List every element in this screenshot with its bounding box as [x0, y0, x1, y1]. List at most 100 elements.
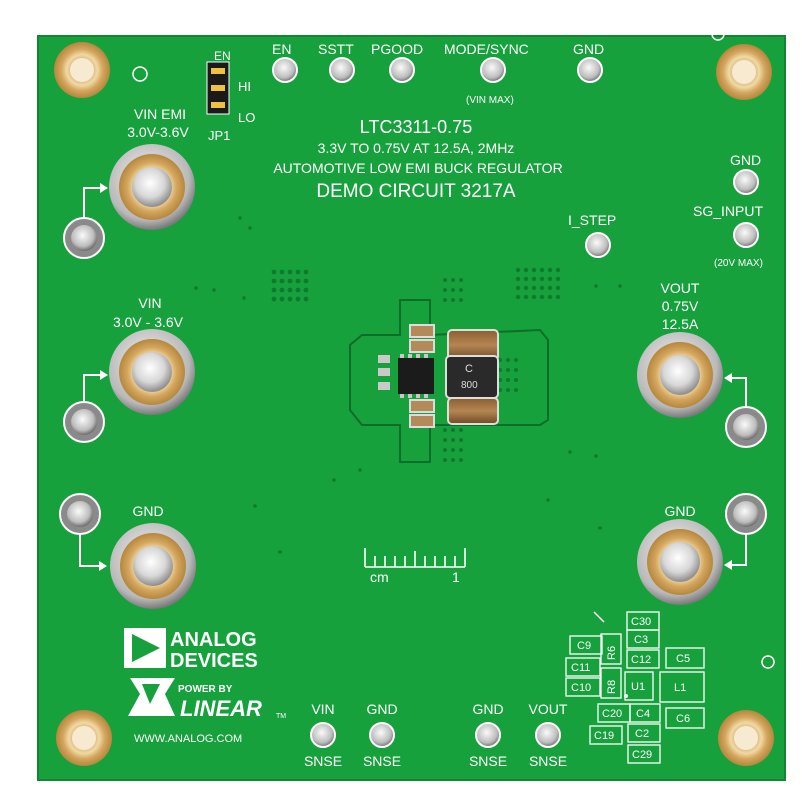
- jumper-hi-label: HI: [238, 79, 251, 94]
- ref-c6: C6: [676, 713, 690, 725]
- logo-analog: ANALOG: [170, 629, 257, 651]
- ref-r6: R6: [606, 646, 618, 660]
- test-pin-vout[interactable]: [725, 406, 767, 448]
- ruler-unit: cm: [370, 569, 389, 585]
- ref-r8: R8: [606, 680, 618, 694]
- silk-tick: [593, 611, 605, 623]
- pin-en-label: EN: [272, 41, 291, 57]
- inductor-marking-c: C: [465, 363, 473, 375]
- test-pin-gnd-right-big[interactable]: [725, 493, 767, 535]
- pin-mode-label: MODE/SYNC: [444, 41, 529, 57]
- test-pin-vin-emi[interactable]: [63, 217, 105, 259]
- terminal-gnd-right[interactable]: [637, 519, 723, 605]
- test-pin-i-step[interactable]: [585, 232, 611, 258]
- test-pin-vin-snse[interactable]: [310, 722, 336, 748]
- pin-gnd-top-label: GND: [573, 41, 604, 57]
- jumper-jp1[interactable]: [206, 61, 230, 115]
- test-pin-vin[interactable]: [63, 401, 105, 443]
- vin-range: 3.0V - 3.6V: [113, 314, 184, 330]
- via-array-center: [443, 278, 518, 462]
- ref-c2: C2: [635, 728, 649, 740]
- sense-gnd2-snse: SNSE: [469, 753, 507, 769]
- test-pin-sstt[interactable]: [329, 57, 355, 83]
- gnd-right-label: GND: [664, 503, 695, 519]
- logo-devices: DEVICES: [170, 650, 258, 672]
- terminal-vout[interactable]: [637, 332, 723, 418]
- fiducial-2: [711, 27, 725, 41]
- jumper-ref-label: JP1: [208, 128, 230, 143]
- vout-voltage: 0.75V: [662, 298, 699, 314]
- test-pin-gnd-snse-1[interactable]: [369, 722, 395, 748]
- terminal-vin-emi[interactable]: [109, 144, 195, 230]
- analog-devices-logo: [124, 628, 166, 668]
- test-pin-gnd-left[interactable]: [59, 493, 101, 535]
- mounting-hole-bottom-right: [718, 710, 774, 766]
- spec-line: 3.3V TO 0.75V AT 12.5A, 2MHz: [318, 140, 515, 156]
- ref-c10: C10: [571, 682, 591, 694]
- test-pin-vout-snse[interactable]: [535, 722, 561, 748]
- jumper-en-label: EN: [214, 49, 231, 63]
- ruler-mark: 1: [452, 569, 460, 585]
- ruler: [364, 548, 466, 568]
- ref-c12: C12: [631, 654, 651, 666]
- inductor-marking-800: 800: [461, 380, 478, 391]
- logo-tm: TM: [276, 713, 286, 720]
- ref-c19: C19: [594, 730, 614, 742]
- terminal-gnd-left[interactable]: [110, 523, 196, 609]
- ref-c4: C4: [636, 708, 650, 720]
- test-pin-gnd-top[interactable]: [577, 57, 603, 83]
- test-pin-gnd-snse-2[interactable]: [475, 722, 501, 748]
- pin-mode-note: (VIN MAX): [466, 95, 514, 106]
- gnd-left-label: GND: [132, 503, 163, 519]
- ref-c5: C5: [676, 653, 690, 665]
- test-pin-en[interactable]: [272, 57, 298, 83]
- logo-linear: LINEAR: [180, 696, 262, 721]
- capacitors-central: [378, 324, 462, 428]
- part-number: LTC3311-0.75: [360, 117, 472, 137]
- jumper-lo-label: LO: [238, 110, 255, 125]
- pin-gnd-right-label: GND: [730, 152, 761, 168]
- vout-label: VOUT: [661, 280, 700, 296]
- sense-vout-label: VOUT: [529, 701, 568, 717]
- sense-gnd1-label: GND: [366, 701, 397, 717]
- vin-emi-label: VIN EMI: [134, 106, 186, 122]
- pin-pgood-label: PGOOD: [371, 41, 423, 57]
- description-line: AUTOMOTIVE LOW EMI BUCK REGULATOR: [273, 160, 562, 176]
- fiducial-1: [132, 66, 148, 82]
- sense-vin-label: VIN: [311, 701, 334, 717]
- pin-i-step-label: I_STEP: [568, 212, 616, 228]
- scattered-vias: [194, 216, 622, 554]
- sense-vin-snse: SNSE: [304, 753, 342, 769]
- component-outlines: [565, 611, 705, 764]
- test-pin-mode-sync[interactable]: [480, 57, 506, 83]
- sense-vout-snse: SNSE: [529, 753, 567, 769]
- ref-l1: L1: [674, 682, 686, 694]
- vin-emi-range: 3.0V-3.6V: [127, 124, 189, 140]
- ref-c29: C29: [632, 749, 652, 761]
- test-pin-sg-input[interactable]: [733, 222, 759, 248]
- sense-gnd1-snse: SNSE: [363, 753, 401, 769]
- regulator-outline: [349, 299, 549, 463]
- mounting-hole-top-right: [716, 44, 772, 100]
- mounting-hole-bottom-left: [56, 710, 112, 766]
- test-pin-gnd-right[interactable]: [733, 169, 759, 195]
- pin-sg-input-label: SG_INPUT: [693, 203, 763, 219]
- logo-power-by: POWER BY: [178, 684, 233, 695]
- logo-url: WWW.ANALOG.COM: [134, 733, 242, 745]
- via-array-left: [271, 269, 309, 302]
- test-pin-pgood[interactable]: [389, 57, 415, 83]
- regulator-ic-u1: [398, 354, 434, 398]
- vin-label: VIN: [138, 295, 161, 311]
- ref-c3: C3: [634, 634, 648, 646]
- power-by-linear-logo: [128, 678, 175, 716]
- terminal-vin[interactable]: [109, 329, 195, 415]
- vout-current: 12.5A: [662, 316, 699, 332]
- ref-c20: C20: [602, 708, 622, 720]
- ref-c11: C11: [571, 662, 590, 674]
- inductor-main: C 800: [445, 355, 499, 399]
- fiducial-3: [761, 655, 775, 669]
- via-array-right: [515, 267, 561, 300]
- ref-u1: U1: [631, 681, 645, 693]
- ref-c30: C30: [631, 616, 651, 628]
